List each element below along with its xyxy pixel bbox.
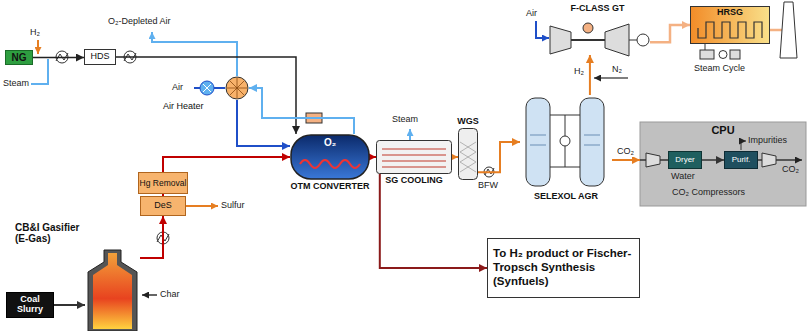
hydrogen-feed <box>37 40 39 54</box>
process-box: Hg Removal <box>138 172 188 194</box>
co2-compressor <box>646 153 660 167</box>
air-heater: Air Heater <box>225 76 249 100</box>
product-box: To H₂ product or Fischer-Tropsch Synthes… <box>487 238 640 298</box>
node-text: O₂ <box>324 137 336 148</box>
stream-label: Air <box>526 8 537 19</box>
node-text: CPU <box>711 124 734 136</box>
node-text: Purif. <box>732 156 751 165</box>
stream-label: Air <box>172 82 183 93</box>
syngas-cooler: SG COOLING <box>376 140 452 174</box>
hrsg: HRSG <box>690 6 770 44</box>
stream-label: H₂ <box>573 66 585 77</box>
node-text: Dryer <box>675 156 695 165</box>
gt-air-line <box>536 21 549 38</box>
syngas-cooler-outline <box>376 140 452 174</box>
node-text: To H₂ product or Fischer-Tropsch Synthes… <box>493 247 634 288</box>
selexol-unit-outline <box>520 95 612 190</box>
flow-line <box>612 159 640 161</box>
gas-turbine: F-CLASS GT <box>545 4 650 55</box>
fan-blades <box>203 84 211 92</box>
node-text: CB&I Gasifier (E-Gas) <box>15 222 93 244</box>
char-recycle <box>142 294 157 296</box>
wgs-reactor-outline <box>458 128 478 180</box>
gasifier-outline <box>85 250 140 331</box>
steam-feed <box>31 59 48 84</box>
steam-out <box>409 129 411 140</box>
co2-compressor <box>762 153 776 167</box>
cpu-line <box>758 159 762 161</box>
wgs-reactor: WGS <box>458 128 478 180</box>
depleted-air-line <box>152 32 237 76</box>
condenser <box>730 50 740 59</box>
selexol-unit: SELEXOL AGR <box>520 95 612 190</box>
stream-label: Impurities <box>748 135 787 146</box>
stream-label: Sulfur <box>221 200 245 211</box>
node-text: Coal Slurry <box>7 295 53 315</box>
stream-label: O₂-Depleted Air <box>108 16 171 27</box>
stream-label: Steam <box>3 78 29 89</box>
flow-line <box>140 216 163 258</box>
flow-line <box>589 55 591 95</box>
otm-converter: O₂OTM CONVERTER <box>290 134 370 180</box>
sulfur-line <box>186 205 218 207</box>
stream-label: CO₂ <box>782 164 799 175</box>
process-box: DeS <box>140 196 186 216</box>
flow-line <box>54 304 85 306</box>
node-text: F-CLASS GT <box>571 4 625 14</box>
stream-label: Steam <box>392 114 418 125</box>
cpu-panel <box>640 122 806 206</box>
air-heater-outline <box>225 76 249 100</box>
process-box: Purif. <box>724 151 758 169</box>
air-fan <box>200 81 214 95</box>
stack <box>780 2 797 58</box>
stream-label: BFW <box>478 180 498 191</box>
flow-line <box>452 156 458 158</box>
gasifier: CB&I Gasifier (E-Gas) <box>85 250 140 331</box>
impurities-out <box>741 141 746 150</box>
co2-product <box>776 159 802 161</box>
flue-gas <box>770 29 782 32</box>
node-text: Air Heater <box>163 102 204 112</box>
flow-line <box>650 25 690 42</box>
stream-label: H₂ <box>30 27 40 38</box>
flow-line <box>370 156 376 158</box>
process-box: HDS <box>84 49 116 65</box>
node-text: DeS <box>154 201 172 211</box>
stream-label: N₂ <box>612 64 622 75</box>
unit-label: CO₂ Compressors <box>672 187 745 198</box>
unit-label: Steam Cycle <box>694 63 745 74</box>
stream-label: CO₂ <box>616 146 635 157</box>
flow-line <box>33 57 84 59</box>
flow-line <box>249 88 354 134</box>
flow-line <box>163 157 290 172</box>
node-text: SELEXOL AGR <box>534 192 598 202</box>
node-text: HDS <box>90 52 109 62</box>
node-text: NG <box>12 52 27 63</box>
stream-label: Char <box>160 289 180 300</box>
nitrogen-line <box>594 77 628 79</box>
flow-line <box>380 174 487 268</box>
feed-box: NG <box>5 50 33 65</box>
steam-turbine <box>700 50 714 59</box>
flow-line <box>116 57 296 134</box>
node-text: HRSG <box>717 8 743 18</box>
stream-label: Water <box>671 171 695 182</box>
flow-line <box>702 159 724 161</box>
node-text: WGS <box>457 117 479 127</box>
generator <box>719 51 727 59</box>
node-text: OTM CONVERTER <box>290 182 369 192</box>
node-text: Hg Removal <box>140 179 187 188</box>
flow-line <box>478 142 520 172</box>
flow-line <box>237 100 290 146</box>
process-box: Dryer <box>668 151 702 169</box>
steam-cycle-link <box>705 44 706 50</box>
node-text: SG COOLING <box>385 176 443 186</box>
feed-box: Coal Slurry <box>6 292 54 318</box>
